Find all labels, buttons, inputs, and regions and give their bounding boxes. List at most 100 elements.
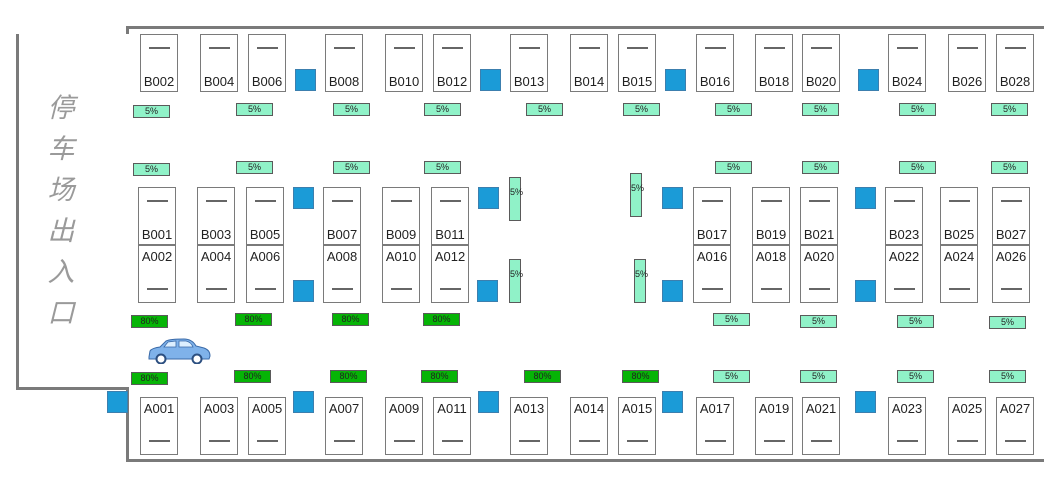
parking-spot-a[interactable]: A005 (248, 397, 286, 455)
parking-spot-a[interactable]: A023 (888, 397, 926, 455)
parking-spot-a[interactable]: A013 (510, 397, 548, 455)
parking-spot-a[interactable]: A006 (246, 245, 284, 303)
parking-spot-b[interactable]: B020 (802, 34, 840, 92)
entrance-char: 出 (47, 216, 75, 247)
parking-spot-a[interactable]: A019 (755, 397, 793, 455)
parking-spot-a[interactable]: A027 (996, 397, 1034, 455)
parking-spot-b[interactable]: B021 (800, 187, 838, 245)
parking-spot-b[interactable]: B006 (248, 34, 286, 92)
occupancy-badge-5: 5% (333, 103, 370, 116)
parking-spot-b[interactable]: B013 (510, 34, 548, 92)
parking-spot-b[interactable]: B019 (752, 187, 790, 245)
spot-label: A009 (388, 401, 420, 416)
spot-marking (809, 200, 830, 202)
spot-label: B024 (891, 74, 923, 89)
parking-spot-b[interactable]: B007 (323, 187, 361, 245)
spot-label: B002 (143, 74, 175, 89)
parking-spot-b[interactable]: B003 (197, 187, 235, 245)
parking-spot-a[interactable]: A014 (570, 397, 608, 455)
parking-spot-a[interactable]: A003 (200, 397, 238, 455)
parking-spot-a[interactable]: A021 (802, 397, 840, 455)
spot-marking (949, 200, 970, 202)
parking-spot-b[interactable]: B015 (618, 34, 656, 92)
spot-label: B009 (385, 227, 417, 242)
parking-spot-b[interactable]: B005 (246, 187, 284, 245)
parking-spot-b[interactable]: B012 (433, 34, 471, 92)
parking-spot-a[interactable]: A012 (431, 245, 469, 303)
spot-label: B010 (388, 74, 420, 89)
occupancy-badge-80: 80% (524, 370, 561, 383)
spot-label: A012 (434, 249, 466, 264)
spot-label: B006 (251, 74, 283, 89)
parking-spot-a[interactable]: A009 (385, 397, 423, 455)
spot-marking (1001, 200, 1022, 202)
parking-spot-b[interactable]: B027 (992, 187, 1030, 245)
parking-spot-b[interactable]: B023 (885, 187, 923, 245)
spot-marking (702, 200, 723, 202)
spot-marking (897, 47, 918, 49)
parking-spot-a[interactable]: A007 (325, 397, 363, 455)
spot-marking (957, 440, 978, 442)
blue-square-marker (662, 280, 683, 302)
parking-spot-a[interactable]: A015 (618, 397, 656, 455)
parking-spot-a[interactable]: A020 (800, 245, 838, 303)
parking-spot-b[interactable]: B009 (382, 187, 420, 245)
spot-marking (579, 47, 600, 49)
parking-spot-a[interactable]: A026 (992, 245, 1030, 303)
spot-label: A021 (805, 401, 837, 416)
parking-spot-a[interactable]: A022 (885, 245, 923, 303)
parking-spot-b[interactable]: B026 (948, 34, 986, 92)
parking-spot-a[interactable]: A008 (323, 245, 361, 303)
entrance-char: 车 (47, 134, 75, 165)
parking-spot-b[interactable]: B011 (431, 187, 469, 245)
occupancy-badge-5: 5% (133, 105, 170, 118)
parking-spot-b[interactable]: B014 (570, 34, 608, 92)
spot-marking (627, 440, 648, 442)
parking-spot-a[interactable]: A001 (140, 397, 178, 455)
spot-marking (705, 47, 726, 49)
parking-spot-a[interactable]: A025 (948, 397, 986, 455)
spot-marking (255, 288, 276, 290)
parking-spot-b[interactable]: B024 (888, 34, 926, 92)
blue-square-marker (293, 391, 314, 413)
occupancy-badge-5: 5% (991, 103, 1028, 116)
parking-spot-a[interactable]: A010 (382, 245, 420, 303)
parking-spot-a[interactable]: A017 (696, 397, 734, 455)
occupancy-badge-5: 5% (800, 315, 837, 328)
spot-marking (764, 47, 785, 49)
parking-spot-b[interactable]: B002 (140, 34, 178, 92)
spot-marking (957, 47, 978, 49)
entrance-char: 停 (47, 93, 75, 124)
occupancy-badge-80: 80% (131, 372, 168, 385)
parking-spot-a[interactable]: A018 (752, 245, 790, 303)
spot-label: B018 (758, 74, 790, 89)
spot-label: A014 (573, 401, 605, 416)
occupancy-badge-5: 5% (133, 163, 170, 176)
blue-square-marker (293, 187, 314, 209)
parking-spot-b[interactable]: B016 (696, 34, 734, 92)
spot-label: B007 (326, 227, 358, 242)
parking-spot-a[interactable]: A011 (433, 397, 471, 455)
spot-label: B008 (328, 74, 360, 89)
spot-label: A003 (203, 401, 235, 416)
occupancy-badge-5: 5% (899, 161, 936, 174)
spot-label: A007 (328, 401, 360, 416)
parking-spot-a[interactable]: A004 (197, 245, 235, 303)
spot-label: A002 (141, 249, 173, 264)
parking-spot-b[interactable]: B010 (385, 34, 423, 92)
parking-spot-b[interactable]: B028 (996, 34, 1034, 92)
parking-spot-b[interactable]: B008 (325, 34, 363, 92)
parking-spot-a[interactable]: A016 (693, 245, 731, 303)
parking-spot-b[interactable]: B017 (693, 187, 731, 245)
occupancy-badge-80: 80% (131, 315, 168, 328)
spot-marking (761, 200, 782, 202)
parking-spot-b[interactable]: B004 (200, 34, 238, 92)
parking-spot-b[interactable]: B025 (940, 187, 978, 245)
occupancy-badge-5: 5% (424, 161, 461, 174)
parking-spot-a[interactable]: A002 (138, 245, 176, 303)
parking-spot-a[interactable]: A024 (940, 245, 978, 303)
occupancy-badge-5: 5% (802, 161, 839, 174)
parking-spot-b[interactable]: B001 (138, 187, 176, 245)
occupancy-badge-5: 5% (236, 161, 273, 174)
parking-spot-b[interactable]: B018 (755, 34, 793, 92)
